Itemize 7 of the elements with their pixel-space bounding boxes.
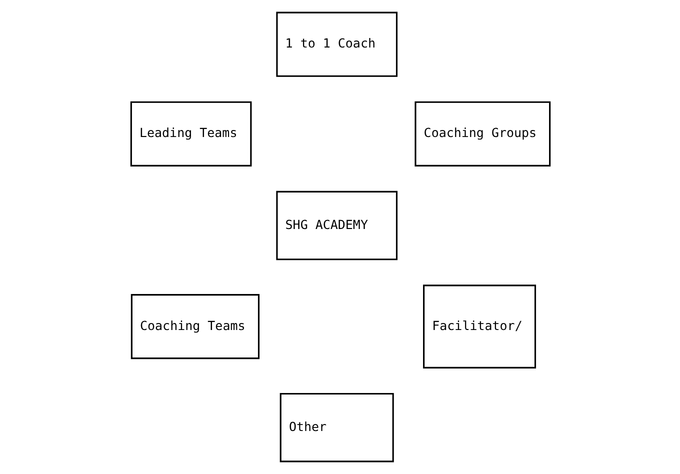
node-box: Other xyxy=(279,392,394,462)
node-box: Coaching Groups xyxy=(414,101,550,166)
node-box: 1 to 1 Coach xyxy=(276,12,398,77)
node-box: Facilitator/ xyxy=(422,284,536,368)
node-box: Coaching Teams xyxy=(130,294,260,360)
node-box: SHG ACADEMY xyxy=(276,190,398,260)
node-box: Leading Teams xyxy=(130,101,252,166)
